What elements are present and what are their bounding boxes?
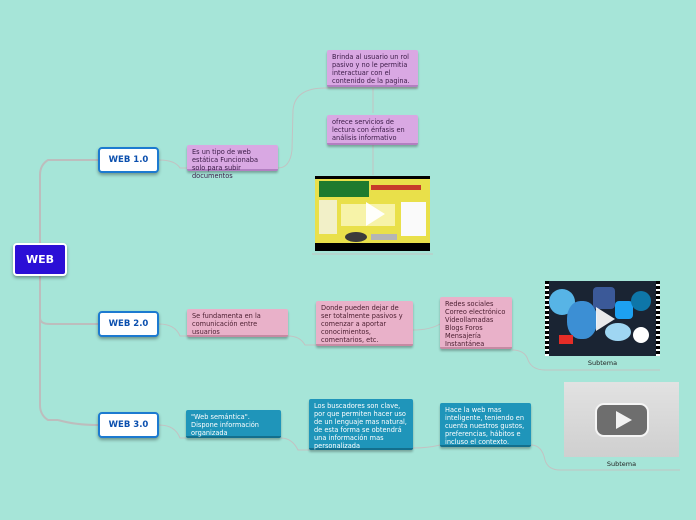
web2-detail-active-users[interactable]: Donde pueden dejar de ser totalmente pas… <box>316 301 413 346</box>
web3-description[interactable]: "Web semántica". Dispone información org… <box>186 410 281 438</box>
video-placeholder-icon <box>594 402 649 437</box>
branch-web-1-0[interactable]: WEB 1.0 <box>98 147 159 173</box>
web3-detail-smart-web[interactable]: Hace la web mas inteligente, teniendo en… <box>440 403 531 447</box>
web3-video-placeholder[interactable] <box>564 382 679 457</box>
web2-detail-tools-list[interactable]: Redes sociales Correo electrónico Videol… <box>440 297 512 349</box>
branch-web-2-0[interactable]: WEB 2.0 <box>98 311 159 337</box>
web2-subtopic-caption: Subtema <box>587 359 618 367</box>
web1-detail-passive-role[interactable]: Brinda al usuario un rol pasivo y no le … <box>327 50 418 87</box>
web1-detail-reading-services[interactable]: ofrece servicios de lectura con énfasis … <box>327 115 418 145</box>
web1-video-thumbnail[interactable] <box>315 176 430 251</box>
web3-detail-search-engines[interactable]: Los buscadores son clave, por que permit… <box>309 399 413 450</box>
web1-description[interactable]: Es un tipo de web estática Funcionaba so… <box>187 145 278 180</box>
social-networks-collage-image[interactable] <box>545 281 660 356</box>
video-play-icon <box>365 201 385 226</box>
root-node-web[interactable]: WEB <box>13 243 67 276</box>
video-play-icon <box>595 306 615 331</box>
web2-description[interactable]: Se fundamenta en la comunicación entre u… <box>187 309 288 337</box>
branch-web-3-0[interactable]: WEB 3.0 <box>98 412 159 438</box>
web3-subtopic-caption: Subtema <box>606 460 637 468</box>
